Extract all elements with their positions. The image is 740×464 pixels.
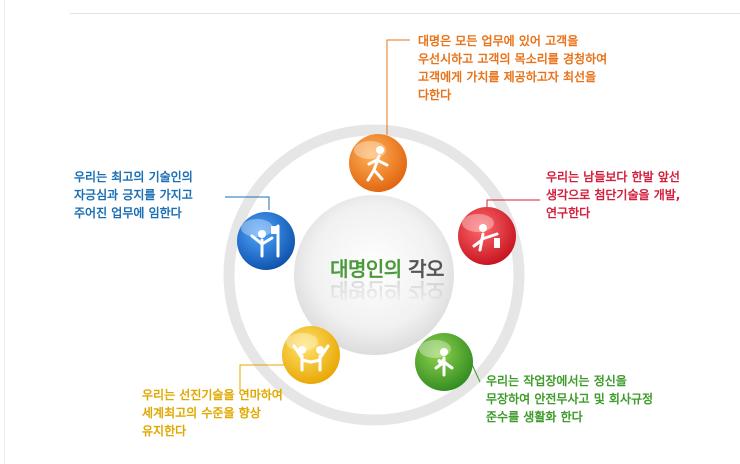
left-divider (4, 0, 5, 464)
pledge-line: 우선시하고 고객의 목소리를 경청하여 (418, 52, 608, 66)
people-cheering-icon (292, 344, 330, 372)
pledge-line: 유지한다 (142, 424, 187, 438)
pledge-left-badge (237, 212, 295, 270)
pledge-right-badge (458, 207, 516, 265)
pledge-line: 자긍심과 긍지를 가지고 (74, 188, 193, 202)
center-title: 대명인의 각오 (330, 257, 444, 281)
person-heart-icon (434, 348, 454, 377)
pledge-line: 우리는 작업장에서는 정신을 (486, 374, 627, 388)
pledge-top-badge (349, 134, 407, 192)
connector-left (225, 196, 270, 210)
connector-top (386, 39, 410, 135)
pledge-bottom-left-badge (282, 326, 340, 384)
center-disc (294, 195, 454, 355)
top-divider (70, 13, 740, 14)
pledge-line: 우리는 최고의 기술인의 (74, 170, 193, 184)
pledge-line: 준수를 생활화 한다 (486, 410, 583, 424)
pledge-line: 주어진 업무에 임한다 (74, 206, 182, 220)
person-reaching-icon (472, 224, 500, 252)
pledge-line: 무장하여 안전무사고 및 회사규정 (486, 392, 654, 406)
pledge-top-text: 대명은 모든 업무에 있어 고객을 우선시하고 고객의 목소리를 경청하여 고객… (418, 32, 607, 104)
person-running-icon (366, 146, 389, 182)
pledge-line: 고객에게 가치를 제공하고자 최선을 (418, 70, 597, 84)
outer-ring (223, 124, 525, 426)
pledge-line: 우리는 선진기술을 연마하여 (142, 388, 283, 402)
person-with-flag-icon (250, 224, 280, 258)
pledge-line: 다한다 (418, 88, 452, 102)
pledge-bottom-right-text: 우리는 작업장에서는 정신을 무장하여 안전무사고 및 회사규정 준수를 생활화… (486, 372, 653, 426)
pledge-left-text: 우리는 최고의 기술인의 자긍심과 긍지를 가지고 주어진 업무에 임한다 (74, 168, 193, 222)
pledge-bottom-right-badge (415, 333, 473, 391)
center-title-reflection: 대명인의 각오 (330, 278, 444, 302)
pledge-line: 연구한다 (546, 206, 591, 220)
pledge-line: 대명은 모든 업무에 있어 고객을 (418, 34, 579, 48)
pledge-bottom-left-text: 우리는 선진기술을 연마하여 세계최고의 수준을 향상 유지한다 (142, 386, 283, 440)
pledge-right-text: 우리는 남들보다 한발 앞선 생각으로 첨단기술을 개발, 연구한다 (546, 168, 680, 222)
pledge-line: 우리는 남들보다 한발 앞선 (546, 170, 680, 184)
pledge-line: 생각으로 첨단기술을 개발, (546, 188, 681, 202)
pledge-line: 세계최고의 수준을 향상 (142, 406, 261, 420)
